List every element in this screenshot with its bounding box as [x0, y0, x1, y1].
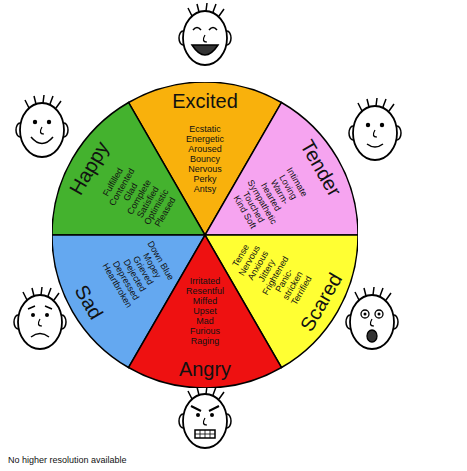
feeling-words: Ecstatic Energetic Aroused Bouncy Nervou…	[186, 124, 224, 194]
angry-face	[179, 386, 231, 448]
image-caption: No higher resolution available	[8, 455, 127, 465]
sad-face	[14, 287, 66, 349]
happy-face	[16, 95, 68, 157]
feeling-words: Irritated Resentful Miffed Upset Mad Fur…	[186, 276, 224, 346]
tender-face	[349, 98, 401, 160]
scared-face	[346, 287, 398, 349]
emotion-label: Excited	[172, 90, 238, 112]
angry-sector: Angry Irritated Resentful Miffed Upset Ma…	[52, 82, 358, 388]
excited-face	[179, 3, 231, 65]
emotion-label: Angry	[179, 358, 231, 380]
